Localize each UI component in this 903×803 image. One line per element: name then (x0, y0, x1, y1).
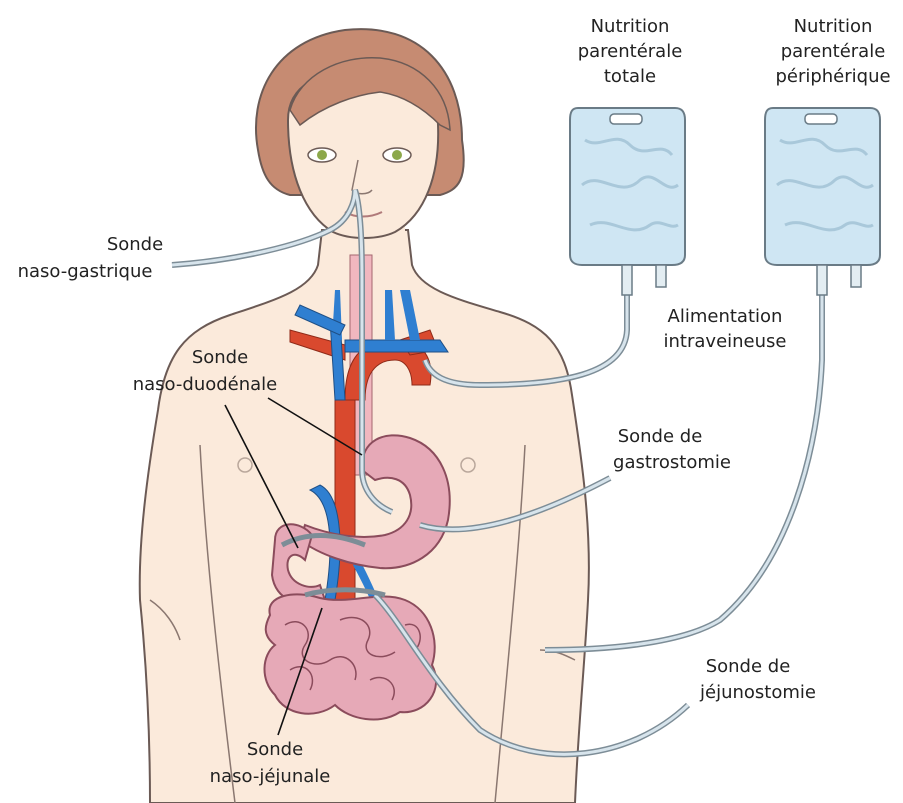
label-tpn-line2: parentérale (578, 41, 683, 62)
label-iv: Alimentation intraveineuse (664, 306, 787, 352)
label-jejunostomy-line2: jéjunostomie (699, 682, 816, 703)
label-jejunostomy: Sonde de jéjunostomie (699, 656, 816, 703)
label-naso-duodenal-line2: naso-duodénale (133, 374, 278, 395)
label-iv-line1: Alimentation (668, 306, 783, 327)
ppn-bag (765, 108, 880, 295)
tpn-bag (570, 108, 685, 295)
label-naso-duodenal-line1: Sonde (192, 347, 248, 368)
right-iris (392, 150, 402, 160)
label-naso-gastric: Sonde naso-gastrique (18, 234, 164, 282)
label-ppn-line3: périphérique (775, 66, 890, 87)
left-iris (317, 150, 327, 160)
label-jejunostomy-line1: Sonde de (706, 656, 791, 677)
label-gastrostomy-line1: Sonde de (618, 426, 703, 447)
label-tpn-line3: totale (604, 66, 656, 87)
label-gastrostomy-line2: gastrostomie (613, 452, 731, 473)
label-naso-jejunal-line1: Sonde (247, 739, 303, 760)
label-ppn: Nutrition parentérale périphérique (775, 16, 890, 87)
label-gastrostomy: Sonde de gastrostomie (613, 426, 731, 473)
label-tpn: Nutrition parentérale totale (578, 16, 683, 87)
label-ppn-line2: parentérale (781, 41, 886, 62)
label-tpn-line1: Nutrition (591, 16, 670, 37)
label-naso-jejunal-line2: naso-jéjunale (210, 766, 331, 787)
label-iv-line2: intraveineuse (664, 331, 787, 352)
label-naso-gastric-line1: Sonde (107, 234, 163, 255)
label-naso-gastric-line2: naso-gastrique (18, 261, 153, 282)
label-ppn-line1: Nutrition (794, 16, 873, 37)
